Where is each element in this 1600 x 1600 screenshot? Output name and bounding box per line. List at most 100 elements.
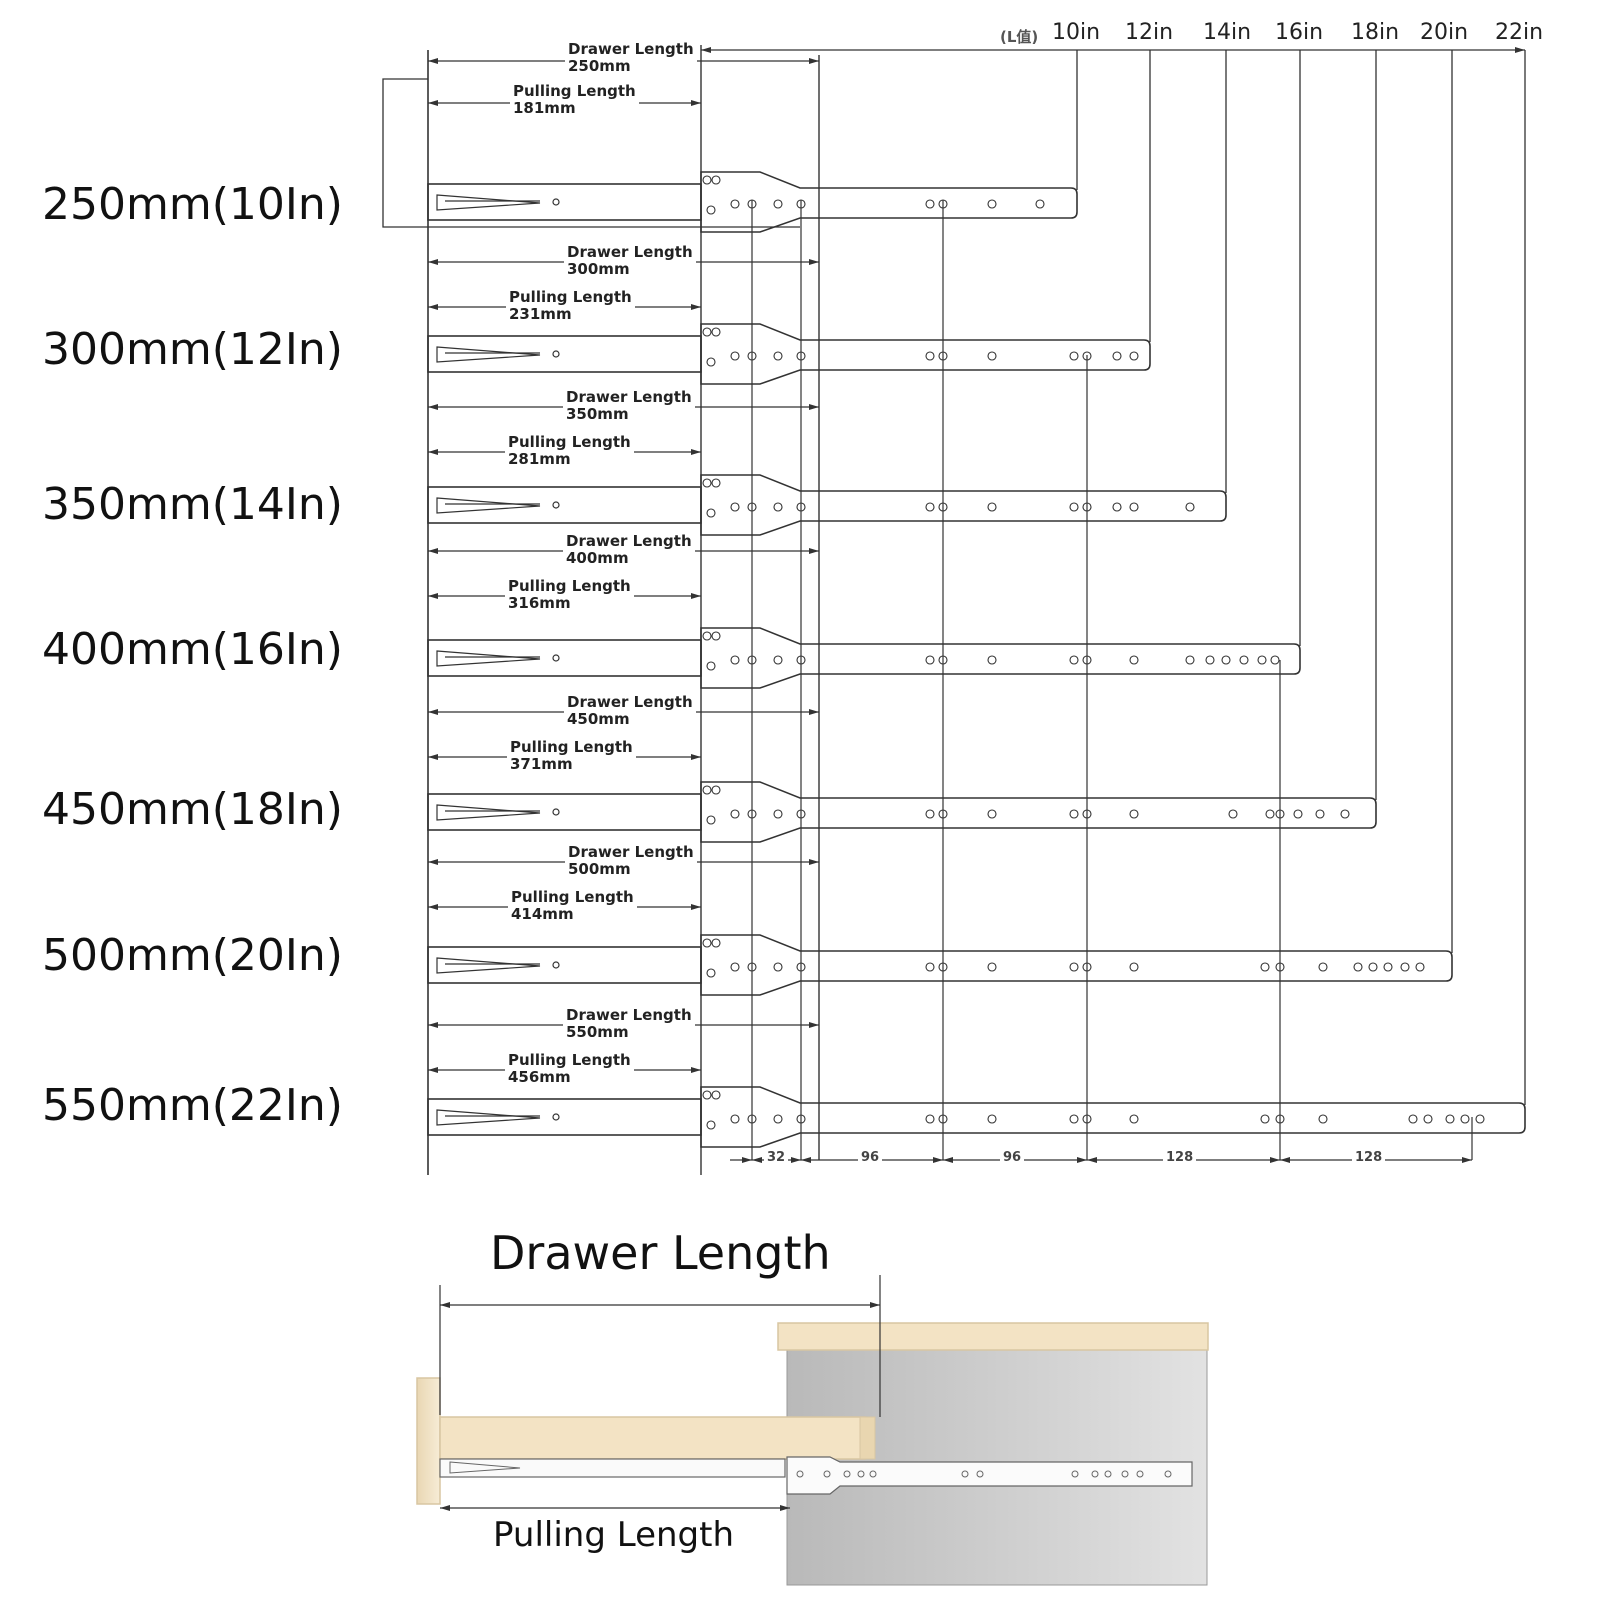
rail-hole	[1112, 351, 1122, 361]
rail-hole	[938, 809, 948, 819]
rail-inner-member	[427, 1098, 702, 1136]
rail-hole	[702, 327, 712, 337]
rail-hole	[552, 1113, 560, 1121]
rail-hole	[987, 962, 997, 972]
rail-hole	[1112, 502, 1122, 512]
rail-wedge	[436, 804, 541, 821]
drawer-length-arrow-arrow-right	[809, 548, 819, 554]
spacing-arrow	[933, 1157, 943, 1163]
drawer-length-arrow-arrow-right	[809, 709, 819, 715]
rail-hole	[1129, 655, 1139, 665]
illustration-slide-hole	[1071, 1470, 1079, 1478]
rail-inner-member	[427, 335, 702, 373]
rail-hole	[796, 199, 806, 209]
spacing-label-128a: 128	[1163, 1150, 1197, 1165]
rail-outer-member	[700, 1086, 1526, 1148]
rail-hole	[1257, 655, 1267, 665]
header-top-arrow	[1515, 47, 1525, 53]
rail-hole	[1340, 809, 1350, 819]
rail-outer-member	[700, 323, 1151, 385]
rail-hole	[747, 1114, 757, 1124]
rail-hole	[773, 1114, 783, 1124]
rail-inner-member	[427, 793, 702, 831]
rail-hole	[1400, 962, 1410, 972]
spacing-arrow	[791, 1157, 801, 1163]
l-value-label: (L值)	[1000, 28, 1039, 46]
illustration-slide-hole	[1104, 1470, 1112, 1478]
rail-hole	[706, 815, 716, 825]
spacing-label-32: 32	[764, 1150, 789, 1165]
rail-hole	[1082, 962, 1092, 972]
rail-hole	[1228, 809, 1238, 819]
cabinet-illustration	[416, 1275, 1209, 1586]
rail-hole	[1221, 655, 1231, 665]
slide-rails	[427, 171, 1526, 1148]
illustration-slide-hole	[823, 1470, 831, 1478]
size-label-450: 450mm(18In)	[42, 784, 343, 835]
illustration-slide-hole	[869, 1470, 877, 1478]
rail-hole	[1129, 502, 1139, 512]
rail-outer-member	[700, 171, 1078, 233]
rail-outer-member	[700, 934, 1453, 996]
rail-hole	[987, 809, 997, 819]
inch-label-14: 14in	[1201, 20, 1254, 45]
rail-hole	[711, 938, 721, 948]
rail-inner-member	[427, 639, 702, 677]
illustration-slide-hole	[843, 1470, 851, 1478]
rail-hole	[730, 351, 740, 361]
rail-hole	[702, 175, 712, 185]
rail-hole	[1069, 1114, 1079, 1124]
size-label-550: 550mm(22In)	[42, 1080, 343, 1131]
size-label-500: 500mm(20In)	[42, 930, 343, 981]
pulling-length-arrow-arrow-right	[691, 304, 701, 310]
header-top-arrow-left	[701, 47, 711, 53]
rail-hole	[1318, 962, 1328, 972]
drawer-length-arrow-arrow-left	[428, 709, 438, 715]
rail-hole	[1129, 809, 1139, 819]
drawer-length-arrow-arrow-right	[809, 58, 819, 64]
drawer-side-board	[439, 1416, 866, 1460]
rail-hole	[730, 1114, 740, 1124]
illustration-drawer-length-arrow-arrow-right	[870, 1302, 880, 1308]
illustration-slide-outer	[786, 1456, 1193, 1495]
rail-hole	[730, 502, 740, 512]
inch-label-12: 12in	[1123, 20, 1176, 45]
rail-hole	[1423, 1114, 1433, 1124]
rail-hole	[773, 502, 783, 512]
rail-hole	[938, 199, 948, 209]
rail-hole	[747, 809, 757, 819]
rail-hole	[987, 199, 997, 209]
pulling-length-arrow-arrow-right	[691, 100, 701, 106]
rail-hole	[925, 809, 935, 819]
drawer-length-arrow-arrow-left	[428, 859, 438, 865]
rail-hole	[925, 199, 935, 209]
illustration-slide-hole	[796, 1470, 804, 1478]
rail-hole	[711, 175, 721, 185]
inch-label-16: 16in	[1273, 20, 1326, 45]
rail-hole	[925, 1114, 935, 1124]
rail-hole	[702, 478, 712, 488]
rail-hole	[706, 508, 716, 518]
rail-hole	[711, 1090, 721, 1100]
rail-hole	[1260, 1114, 1270, 1124]
rail-hole	[702, 1090, 712, 1100]
rail-hole	[552, 198, 560, 206]
rail-hole	[747, 655, 757, 665]
rail-hole	[1129, 1114, 1139, 1124]
pulling-length-arrow-arrow-left	[428, 449, 438, 455]
rail-hole	[925, 351, 935, 361]
rail-hole	[773, 351, 783, 361]
rail-hole	[1353, 962, 1363, 972]
spacing-label-96a: 96	[858, 1150, 883, 1165]
rail-hole	[706, 205, 716, 215]
illustration-slide-hole	[1121, 1470, 1129, 1478]
rail-hole	[1383, 962, 1393, 972]
drawer-length-arrow-arrow-right	[809, 1022, 819, 1028]
